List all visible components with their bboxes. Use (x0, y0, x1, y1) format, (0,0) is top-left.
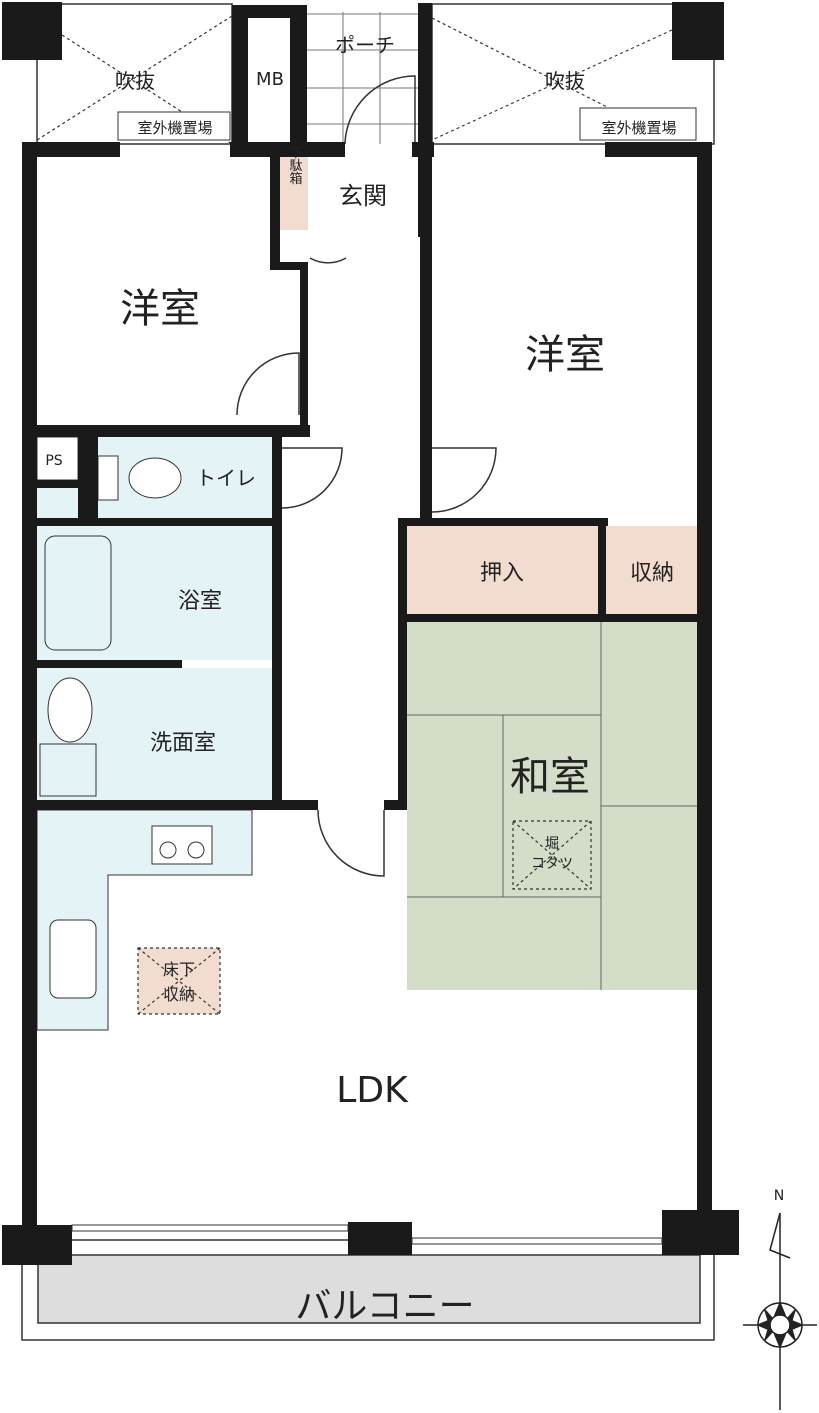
closet-area (407, 526, 598, 615)
kotatsu-label-2: コタツ (531, 856, 573, 872)
western-room-right-label: 洋室 (525, 332, 605, 378)
void-right-label: 吹抜 (545, 69, 585, 93)
mb-label: MB (256, 69, 284, 90)
toilet-label: トイレ (196, 466, 256, 490)
walls (2, 2, 739, 1265)
storage-label: 収納 (630, 561, 674, 586)
underfloor-storage (137, 947, 221, 1015)
underfloor-label-1: 床下 (163, 960, 195, 979)
void-right (431, 3, 715, 145)
void-left-label: 吹抜 (115, 69, 155, 93)
kotatsu (512, 820, 592, 890)
shoe-box-label: 下駄箱 (287, 146, 303, 185)
door-swings (236, 257, 497, 877)
japanese-room-label: 和室 (510, 754, 590, 800)
sink-icon (39, 677, 97, 797)
kotatsu-label-1: 堀 (545, 836, 559, 852)
entrance-door-swing (344, 75, 416, 145)
entrance-label: 玄関 (339, 182, 387, 210)
closet-label: 押入 (480, 561, 524, 586)
void-left (36, 3, 233, 145)
storage-area (606, 526, 697, 615)
shoe-box (280, 157, 308, 230)
north-label: N (774, 1188, 784, 1204)
underfloor-label-2: 収納 (163, 985, 195, 1004)
balcony-area (37, 1254, 701, 1324)
western-room-left-label: 洋室 (120, 286, 200, 332)
porch-tiles (307, 12, 418, 144)
bath-label: 浴室 (178, 589, 222, 614)
porch-label: ポーチ (335, 33, 395, 57)
ac-right-label: 室外機置場 (601, 119, 676, 137)
toilet-icon (97, 455, 182, 501)
ac-left-label: 室外機置場 (137, 119, 212, 137)
balcony-label: バルコニー (295, 1286, 474, 1327)
ldk-label: LDK (336, 1070, 409, 1111)
kitchen-sink-icon (49, 919, 97, 999)
north-compass-icon (743, 1212, 817, 1410)
ps-label: PS (45, 453, 62, 469)
washroom-label: 洗面室 (150, 731, 216, 756)
tatami-room (407, 622, 697, 990)
stove-icon (151, 825, 213, 865)
bathtub-icon (44, 535, 112, 651)
